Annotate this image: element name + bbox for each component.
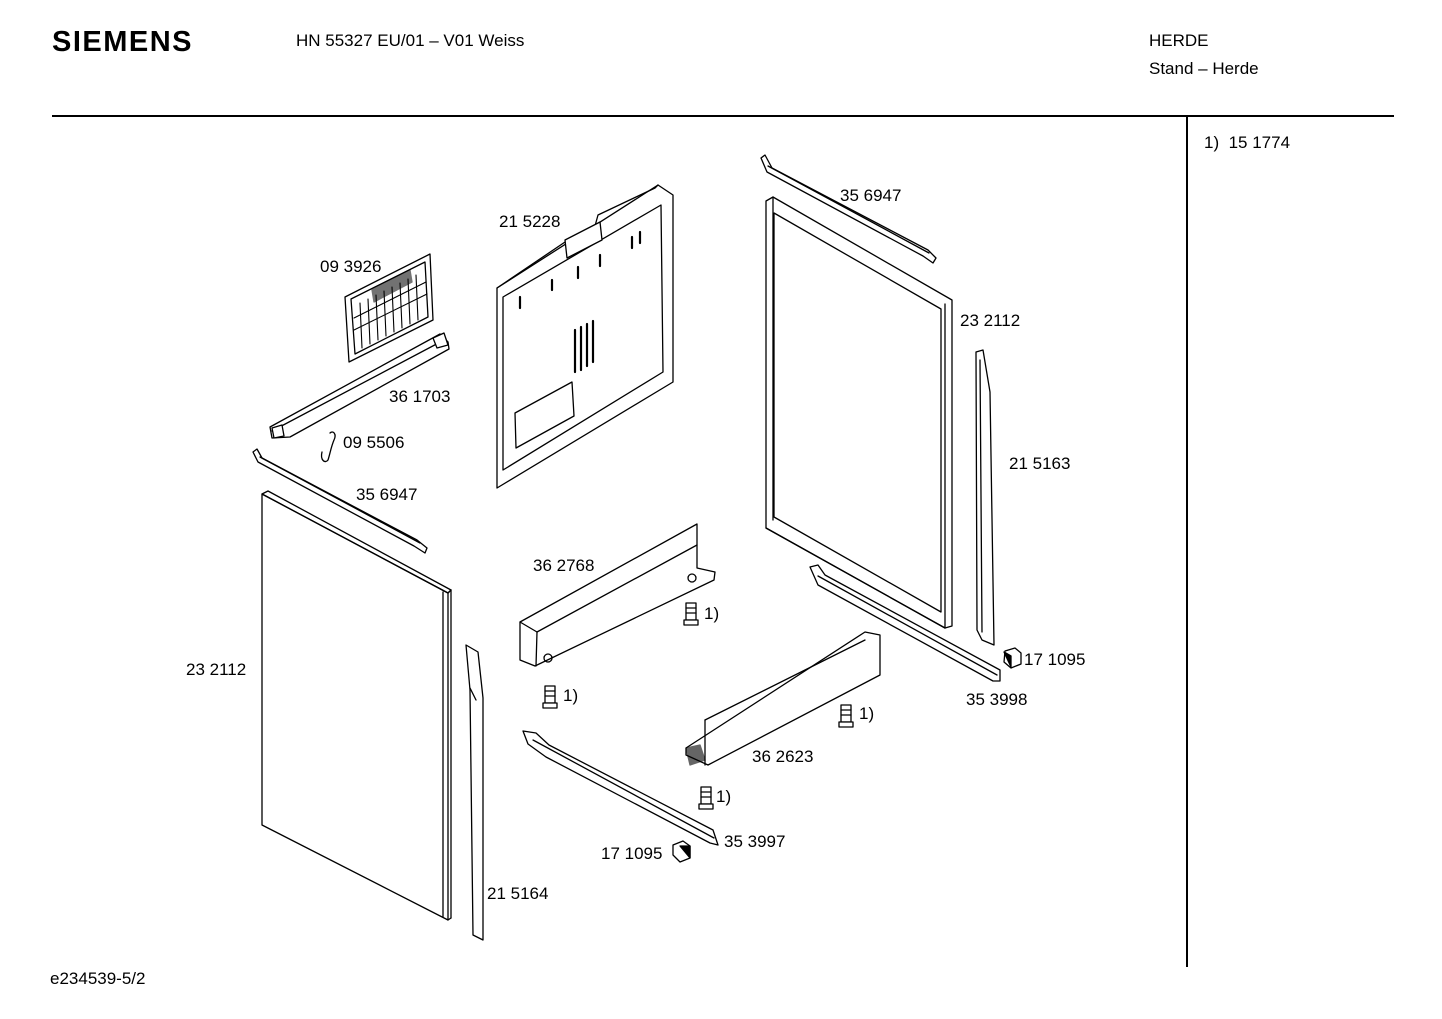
part-label: 36 2623: [752, 747, 814, 766]
rail-356947-left-shape: [253, 449, 427, 553]
document-id: e234539-5/2: [50, 969, 146, 988]
category-title: HERDE: [1149, 31, 1209, 50]
bracket-361703-shape: [270, 333, 449, 438]
part-label: 35 3997: [724, 832, 786, 851]
footnote-part-number: 15 1774: [1228, 133, 1291, 152]
part-label: 21 5164: [487, 884, 549, 903]
strip-215163-shape: [976, 350, 994, 645]
part-label: 17 1095: [1024, 650, 1086, 669]
footnote-ref: 1): [704, 604, 720, 623]
part-label: 17 1095: [601, 844, 663, 863]
footnote-entry: 1) 15 1774: [1204, 133, 1290, 153]
category-subtitle: Stand – Herde: [1149, 59, 1259, 78]
model-title: HN 55327 EU/01 – V01 Weiss: [296, 31, 525, 50]
hook-095506-shape: [322, 432, 336, 462]
part-label: 35 6947: [356, 485, 418, 504]
footnote-ref: 1): [563, 686, 579, 705]
strip-215164-shape: [466, 645, 483, 940]
footnote-marker: 1): [1204, 133, 1220, 152]
part-label: 36 2768: [533, 556, 595, 575]
part-label: 35 6947: [840, 186, 902, 205]
screw-shapes: [543, 603, 853, 809]
rail-356947-top-shape: [761, 155, 936, 263]
part-label: 09 5506: [343, 433, 405, 452]
frame-232112-right-shape: [766, 197, 952, 628]
rail-353997-shape: [523, 731, 718, 845]
plinth-362623-shape: [686, 632, 880, 765]
back-panel-215228-shape: [497, 185, 673, 488]
grille-panel-shape: [345, 254, 433, 362]
part-label: 35 3998: [966, 690, 1028, 709]
tray-362768-shape: [520, 524, 715, 666]
footnote-ref: 1): [859, 704, 875, 723]
clip-shapes: [673, 648, 1021, 862]
header-divider: [52, 115, 1394, 117]
part-label: 23 2112: [186, 660, 247, 679]
side-panel-left-shape: [262, 491, 451, 920]
rail-353998-shape: [810, 565, 1000, 681]
sidebar-divider: [1186, 116, 1188, 967]
part-label: 21 5228: [499, 212, 561, 231]
footnote-ref: 1): [716, 787, 732, 806]
part-label: 23 2112: [960, 311, 1021, 330]
part-label: 21 5163: [1009, 454, 1071, 473]
part-label: 09 3926: [320, 257, 382, 276]
brand-logo: SIEMENS: [52, 26, 194, 58]
part-label: 36 1703: [389, 387, 451, 406]
